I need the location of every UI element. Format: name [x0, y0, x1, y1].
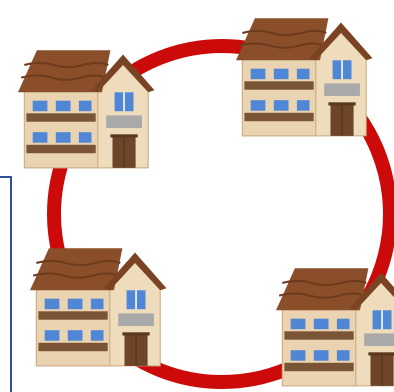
house-top-left: [18, 50, 155, 168]
house-bottom-left: [30, 248, 167, 366]
house-bottom-right: [276, 268, 394, 386]
house-top-right: [236, 18, 373, 136]
